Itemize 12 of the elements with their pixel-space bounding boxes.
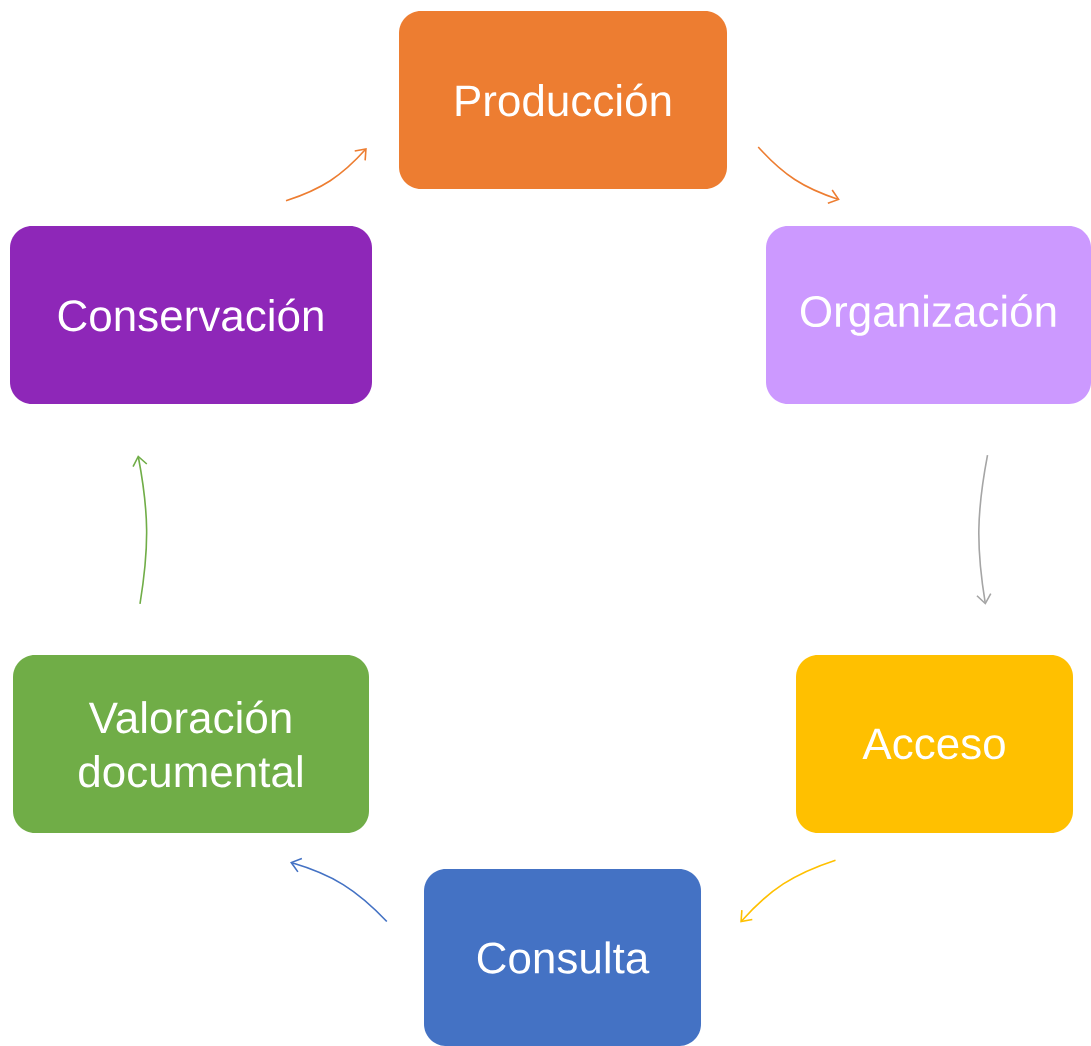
process-box: Conservación [10,226,372,404]
process-box: Producción [399,11,727,189]
arrow [290,857,388,923]
arrow [757,146,840,205]
arrow [132,455,148,605]
process-box: Valoración documental [13,655,369,833]
process-box: Consulta [424,869,701,1046]
arrow [740,859,837,923]
arrow [976,454,992,605]
process-box: Organización [766,226,1091,404]
process-box: Acceso [796,655,1073,833]
arrow [285,148,367,202]
